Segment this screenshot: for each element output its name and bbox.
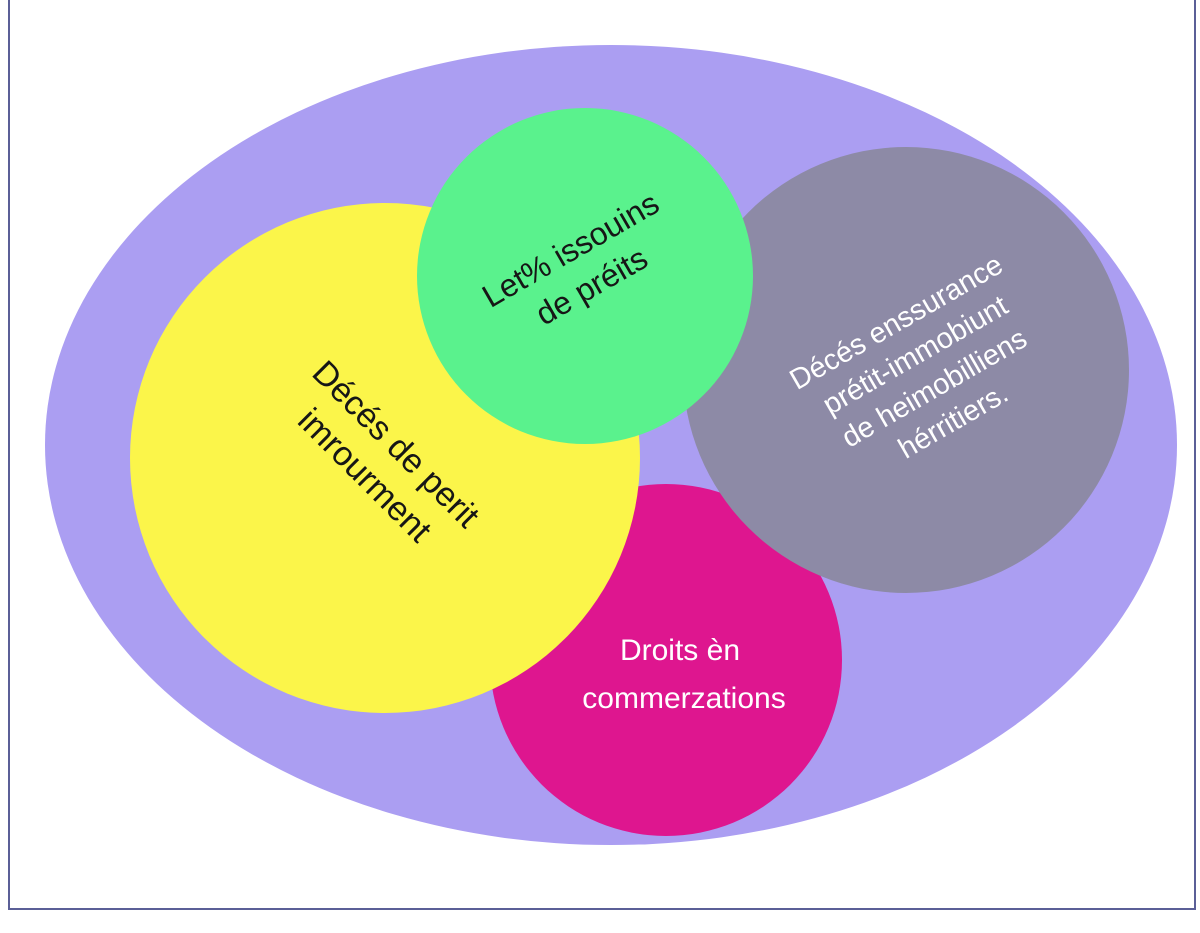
frame-border	[8, 0, 1196, 910]
magenta-label-line2: commerzations	[582, 682, 785, 715]
magenta-label-line1: Droits èn	[620, 634, 740, 667]
green-circle	[417, 108, 753, 444]
magenta-circle-label: Droits èn commerzations	[582, 634, 785, 715]
gray-circle	[683, 147, 1129, 593]
